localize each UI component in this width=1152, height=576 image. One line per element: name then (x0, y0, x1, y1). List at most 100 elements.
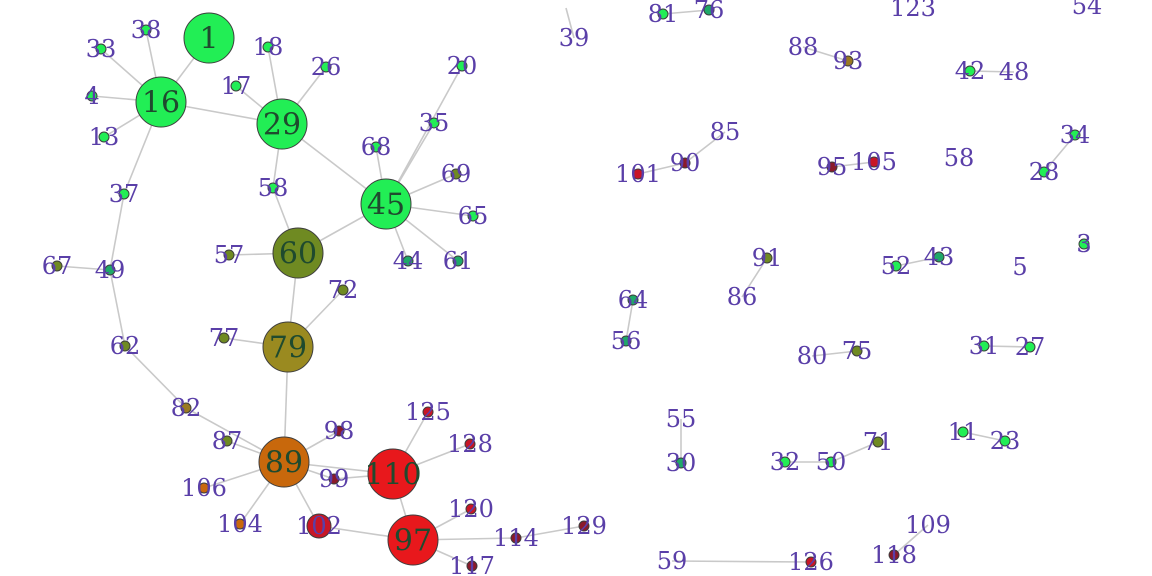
edge-49-67 (56, 265, 111, 271)
edge-34-28 (1043, 134, 1076, 173)
node-label-42: 42 (955, 57, 986, 85)
edge-49-62 (109, 269, 126, 347)
node-label-1: 1 (199, 22, 218, 57)
node-label-56: 56 (611, 327, 642, 355)
node-56 (620, 335, 632, 347)
node-18 (262, 41, 274, 53)
edge-59-126 (671, 560, 812, 563)
node-4 (86, 90, 98, 102)
node-label-32: 32 (770, 448, 801, 476)
node-label-26: 26 (311, 53, 342, 81)
node-label-13: 13 (89, 123, 120, 151)
node-13 (98, 131, 110, 143)
node-layer (51, 4, 1090, 572)
node-label-59: 59 (657, 547, 688, 575)
node-37 (118, 188, 130, 200)
node-label-65: 65 (458, 202, 489, 230)
node-87 (221, 435, 233, 447)
node-32 (779, 456, 791, 468)
node-label-105: 105 (851, 148, 897, 176)
node-label-68: 68 (361, 133, 392, 161)
node-label-5: 5 (1012, 253, 1027, 281)
edge-42-48 (969, 70, 1015, 73)
node-20 (456, 60, 468, 72)
node-33 (95, 43, 107, 55)
node-label-69: 69 (441, 160, 472, 188)
node-label-23: 23 (990, 427, 1021, 455)
edge-95-105 (831, 161, 875, 168)
node-42 (964, 65, 976, 77)
node-67 (51, 260, 63, 272)
node-label-31: 31 (969, 332, 1000, 360)
node-60 (272, 227, 324, 279)
node-label-35: 35 (419, 109, 450, 137)
node-label-45: 45 (367, 188, 405, 223)
node-label-87: 87 (212, 427, 243, 455)
node-label-129: 129 (561, 512, 607, 540)
node-91 (761, 252, 773, 264)
edge-85-90 (684, 131, 726, 164)
node-35 (428, 117, 440, 129)
node-label-67: 67 (42, 252, 73, 280)
node-17 (230, 80, 242, 92)
node-label-37: 37 (109, 180, 140, 208)
node-label-27: 27 (1015, 333, 1046, 361)
node-label-58b: 58 (944, 144, 975, 172)
node-label-64: 64 (618, 286, 649, 314)
node-114 (510, 532, 522, 544)
node-label-72: 72 (328, 276, 359, 304)
node-44 (402, 255, 414, 267)
node-label-38: 38 (131, 16, 162, 44)
edge-80-75 (811, 350, 858, 357)
node-label-79: 79 (269, 331, 307, 366)
node-label-20: 20 (447, 52, 478, 80)
node-75 (851, 345, 863, 357)
node-label-101: 101 (615, 160, 661, 188)
node-label-125: 125 (405, 398, 451, 426)
node-label-90: 90 (670, 149, 701, 177)
node-label-91: 91 (752, 244, 783, 272)
node-label-3: 3 (1076, 230, 1091, 258)
node-label-120: 120 (448, 495, 494, 523)
node-126 (805, 556, 817, 568)
node-label-81: 81 (648, 0, 679, 28)
node-62 (119, 340, 131, 352)
node-label-55: 55 (666, 405, 697, 433)
node-label-28: 28 (1029, 158, 1060, 186)
node-71 (872, 436, 884, 448)
edge-109-118 (893, 524, 929, 556)
node-label-126: 126 (788, 548, 834, 576)
node-72 (337, 284, 349, 296)
edge-39-39p (565, 7, 575, 39)
node-label-44: 44 (393, 247, 424, 275)
node-76 (703, 4, 715, 16)
edge-31-27 (983, 345, 1031, 348)
node-82 (180, 402, 192, 414)
node-label-117: 117 (449, 552, 495, 576)
node-117 (466, 560, 478, 572)
node-69 (450, 168, 462, 180)
node-101 (632, 168, 644, 180)
node-110 (367, 448, 419, 500)
node-61 (452, 255, 464, 267)
node-label-123: 123 (890, 0, 936, 22)
node-79 (262, 321, 314, 373)
edge-45-20 (385, 65, 463, 205)
node-label-54: 54 (1072, 0, 1103, 20)
node-label-80: 80 (797, 342, 828, 370)
node-label-110: 110 (364, 458, 421, 493)
node-34 (1069, 129, 1081, 141)
node-89 (258, 436, 310, 488)
node-43 (933, 251, 945, 263)
node-label-48: 48 (999, 58, 1030, 86)
edge-91-86 (741, 257, 768, 298)
node-38 (140, 24, 152, 36)
node-label-97: 97 (394, 524, 432, 559)
node-label-62: 62 (110, 332, 141, 360)
node-77 (218, 332, 230, 344)
node-31 (978, 340, 990, 352)
node-97 (387, 514, 439, 566)
node-29 (256, 98, 308, 150)
